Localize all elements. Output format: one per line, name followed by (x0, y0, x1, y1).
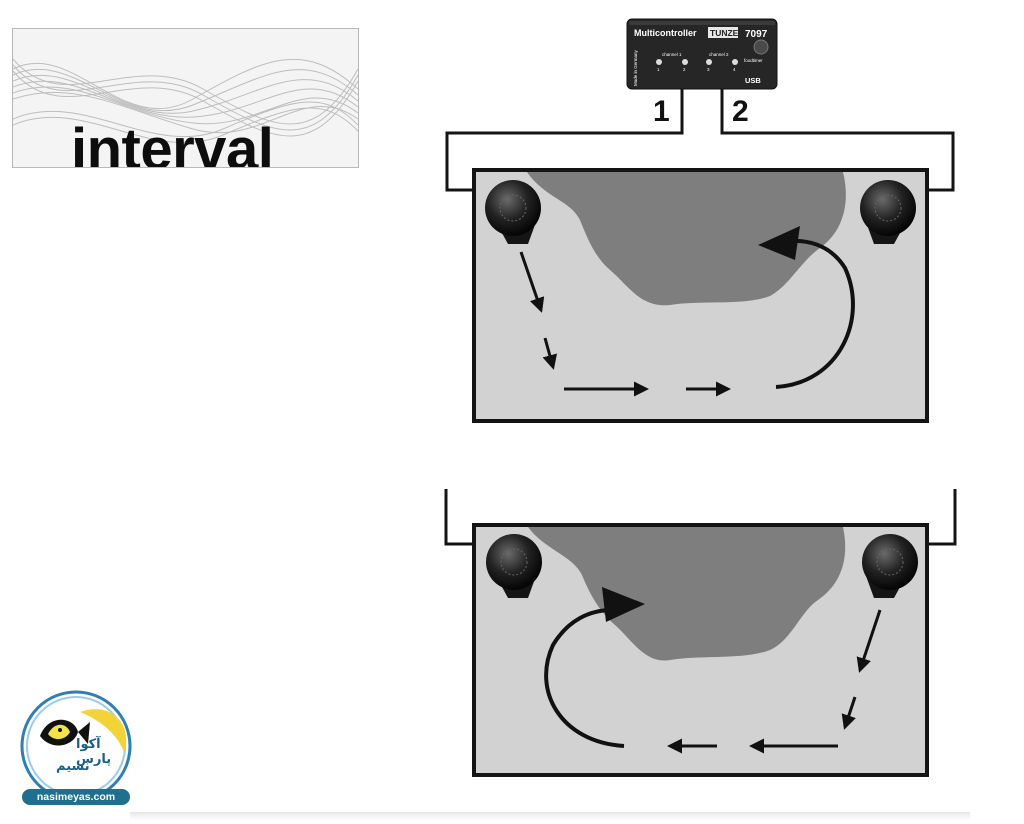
cable-2-number: 2 (732, 95, 749, 128)
cable-1-number: 1 (653, 95, 670, 128)
usb-label: USB (745, 76, 761, 85)
rock-formation (527, 172, 846, 306)
title-banner: interval (12, 28, 359, 168)
pump-icon (862, 534, 918, 598)
led-number: 1 (657, 67, 660, 72)
logo-brand-line2: نسیم (56, 759, 90, 774)
tank-2-cables (444, 489, 957, 546)
controller-model: 7097 (745, 29, 768, 40)
flow-arrow-icon (519, 251, 731, 397)
foodtimer-button (753, 39, 769, 55)
multicontroller: Multicontroller TUNZE 7097 channel 1 cha… (626, 18, 778, 90)
controller-cables (445, 89, 955, 192)
page-title: interval (71, 117, 274, 168)
led-icon (732, 59, 738, 65)
flow-arrow-icon (758, 226, 800, 260)
crescent-icon (80, 709, 127, 752)
pump-icon (486, 534, 542, 598)
flow-arrow-icon (775, 238, 855, 389)
led-icon (656, 59, 662, 65)
aquarium-tank-2 (472, 523, 929, 777)
led-icon (706, 59, 712, 65)
led-icon (682, 59, 688, 65)
flow-arrow-icon (667, 609, 882, 754)
brand-logo: آکوا پارس نسیم (18, 688, 136, 806)
wave-decoration (13, 58, 358, 144)
logo-website: nasimeyas.com (22, 789, 130, 805)
foodtimer-label: foodtimer (744, 58, 763, 63)
controller-name: Multicontroller (634, 28, 697, 38)
flow-arrow-icon (544, 608, 625, 748)
logo-emblem (20, 690, 132, 802)
led-number: 3 (707, 67, 710, 72)
made-in-label: Made in Germany (633, 49, 638, 86)
aquarium-tank-1 (472, 168, 929, 423)
rock-formation (528, 527, 846, 661)
led-number: 2 (683, 67, 686, 72)
logo-brand-line1: آکوا پارس (76, 737, 112, 767)
flow-arrow-icon (602, 587, 645, 622)
fish-icon (40, 719, 90, 746)
led-number: 4 (733, 67, 736, 72)
footer-divider (130, 812, 970, 820)
pump-icon (485, 180, 541, 244)
channel-2-label: channel 2 (709, 52, 729, 57)
controller-brand: TUNZE (710, 28, 739, 38)
channel-1-label: channel 1 (662, 52, 682, 57)
pump-icon (860, 180, 916, 244)
